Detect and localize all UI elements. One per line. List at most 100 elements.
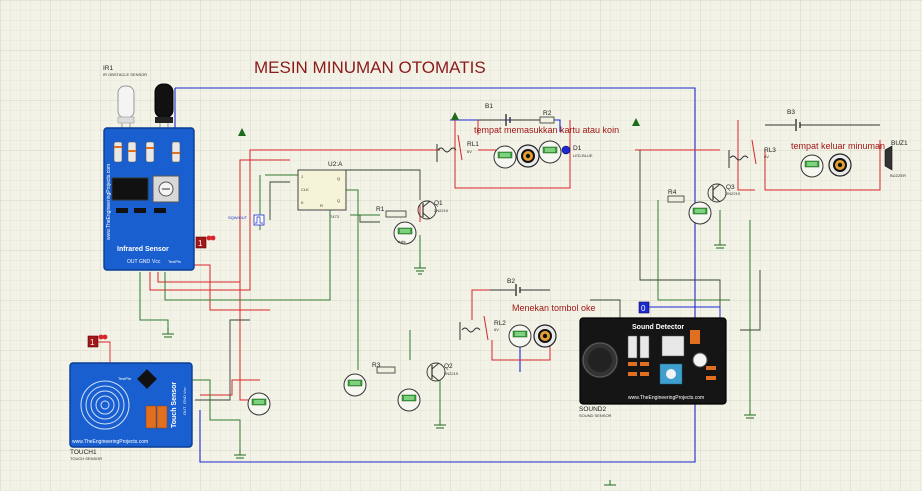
q1-label: Q1 [434, 200, 443, 207]
logic-probe-2[interactable]: 1 [87, 334, 111, 362]
ir-sensor-board [103, 127, 195, 271]
flipflop-pin-r: R [320, 203, 323, 208]
b3-label: B3 [787, 109, 795, 116]
sound-sensor-name: Sound Detector [632, 324, 684, 331]
motor-1 [516, 144, 540, 168]
flipflop-part: 7473 [330, 214, 340, 219]
logic-probe-3[interactable]: 0 [638, 301, 721, 318]
motor-2 [533, 324, 557, 348]
voltmeter-6 [397, 388, 421, 412]
flipflop-ref: U2:A [328, 161, 343, 168]
ir-sensor-part: IR OBSTACLE SENSOR [103, 72, 147, 77]
flipflop-pin-qbar: Q [337, 198, 340, 203]
rl3-value: 6V [764, 154, 769, 159]
transistor-q2: Q2 2N2219 [426, 362, 459, 382]
touch-pin-vcc: Vcc [182, 387, 187, 394]
relay-rl2: RL2 6V [459, 315, 506, 341]
flipflop-pin-k: K [301, 200, 304, 205]
touch-sensor-part: TOUCH SENSOR [70, 456, 102, 461]
resistor-r1: R1 [376, 206, 407, 218]
ir-pin-out: OUT [127, 259, 138, 265]
flipflop-7473: U2:A 7473 J CLK K R Q Q [297, 161, 347, 219]
power-arrow [238, 112, 640, 136]
ir-potentiometer [152, 175, 180, 203]
ir-pin-vcc: Vcc [152, 259, 161, 265]
voltmeter-8 [688, 201, 712, 225]
wires-green [139, 174, 751, 450]
annotation-ok-button: Menekan tombol oke [512, 303, 596, 313]
ir-pin-gnd: GND [139, 259, 151, 265]
sound-sensor-part: SOUND SENSOR [579, 413, 612, 418]
resistor-r3: R3 [372, 362, 396, 374]
touch-pin-out: OUT [182, 406, 187, 415]
transistor-q3: Q3 2N2219 [707, 183, 741, 203]
b1-label: B1 [485, 103, 493, 110]
relay-rl1: RL1 6V [436, 134, 479, 162]
touch-chip [137, 369, 157, 389]
clock-source: SQW/OUT [228, 214, 265, 226]
flipflop-pin-clk: CLK [301, 187, 309, 192]
r2-label: R2 [543, 110, 552, 117]
d1-part: LED-BLUE [573, 153, 593, 158]
b2-label: B2 [507, 278, 515, 285]
q1-part: 2N2219 [434, 208, 449, 213]
rl1-value: 6V [467, 149, 472, 154]
r4-label: R4 [668, 189, 677, 196]
touch-sensor-ref: TOUCH1 [70, 449, 97, 456]
relay-rl3: RL3 6V [728, 139, 776, 168]
ir-sensor-name: Infrared Sensor [117, 246, 169, 253]
schematic-title: MESIN MINUMAN OTOMATIS [254, 58, 486, 77]
q3-part: 2N2219 [726, 191, 741, 196]
voltmeter-5 [343, 373, 367, 397]
buzzer-buz1: BUZ1 BUZZER [884, 140, 908, 178]
ir-sensor-tag: TestPin [168, 259, 181, 264]
battery-b2: B2 [490, 278, 550, 296]
voltmeter-4 [508, 324, 532, 348]
rl2-value: 6V [494, 327, 499, 332]
sound-sensor-ref: SOUND2 [579, 406, 606, 413]
q2-label: Q2 [444, 363, 453, 370]
resistor-r2: R2 [539, 110, 555, 124]
sound-sensor-board [579, 317, 727, 405]
sound-sensor-module: Sound Detector www.TheEngineeringProject… [579, 317, 727, 418]
rl3-label: RL3 [764, 147, 776, 154]
ir-sensor-module: IR1 IR OBSTACLE SENSOR [103, 65, 195, 271]
rl2-label: RL2 [494, 320, 506, 327]
sound-sensor-brand: www.TheEngineeringProjects.com [628, 395, 704, 401]
logic-probe-2-value: 1 [90, 338, 95, 347]
touch-sensor-module: TestPin Touch Sensor www.TheEngineeringP… [69, 362, 193, 461]
ir-sensor-brand: www.TheEngineeringProjects.com [106, 164, 112, 240]
ground-symbol [162, 240, 756, 486]
ir-emitter-led [117, 85, 135, 119]
buz-part: BUZZER [890, 173, 906, 178]
flipflop-pin-j: J [301, 174, 303, 179]
voltmeter-7 [247, 392, 271, 416]
rl1-label: RL1 [467, 141, 479, 148]
battery-b1: B1 [478, 103, 540, 126]
voltmeter-3 [538, 140, 562, 164]
logic-probe-1[interactable]: 1 [195, 235, 216, 249]
voltmeter-1-label: Volts [397, 239, 406, 244]
voltmeter-2 [493, 145, 517, 169]
touch-pad-icon [80, 380, 130, 430]
ir-sensor-ref: IR1 [103, 65, 114, 72]
r1-label: R1 [376, 206, 385, 213]
transistor-q1: Q1 2N2219 [417, 200, 449, 220]
q3-label: Q3 [726, 184, 735, 191]
touch-sensor-name: Touch Sensor [171, 382, 178, 428]
touch-pin-gnd: GND [182, 395, 187, 404]
logic-probe-3-value: 0 [641, 304, 646, 313]
annotation-coin-slot: tempat memasukkan kartu atau koin [474, 125, 619, 135]
ir-receiver-led [154, 83, 174, 119]
ir-comparator-chip [111, 177, 149, 201]
battery-b3: B3 [765, 109, 880, 131]
logic-probe-1-value: 1 [198, 239, 203, 248]
q2-part: 2N2219 [444, 371, 459, 376]
wires-dark [195, 150, 761, 401]
annotation-drink-outlet: tempat keluar minuman [791, 141, 885, 151]
touch-sensor-tag: TestPin [118, 376, 131, 381]
d1-label: D1 [573, 145, 582, 152]
motor-3 [828, 153, 852, 177]
touch-sensor-brand: www.TheEngineeringProjects.com [72, 439, 148, 445]
